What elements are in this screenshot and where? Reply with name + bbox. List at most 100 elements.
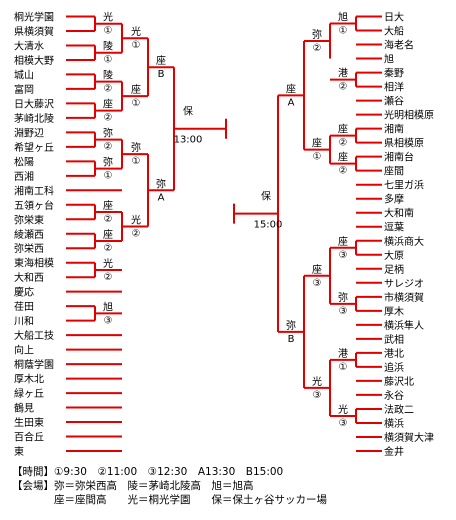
team-name: 日大藤沢 bbox=[14, 97, 54, 110]
match-venue: 座 bbox=[156, 54, 166, 67]
match-time: ② bbox=[104, 272, 113, 283]
team-name: 桐蔭学園 bbox=[14, 358, 54, 371]
match-time: ③ bbox=[104, 315, 113, 326]
match-time: ① bbox=[339, 362, 348, 373]
match-time: ① bbox=[132, 156, 141, 167]
final-time: 13:00 bbox=[174, 135, 203, 146]
team-name: 市横須賀 bbox=[384, 291, 424, 304]
team-name: 湘南工科 bbox=[14, 184, 54, 197]
team-name: 横浜商大 bbox=[384, 235, 424, 248]
team-name: 追浜 bbox=[384, 361, 404, 374]
team-name: 七里ガ浜 bbox=[384, 180, 424, 192]
team-name: 相洋 bbox=[384, 81, 404, 94]
match-time: ① bbox=[132, 40, 141, 51]
team-name: 慶応 bbox=[14, 286, 34, 299]
match-time: ③ bbox=[313, 390, 322, 401]
match-time: ② bbox=[104, 113, 113, 124]
final-time: 15:00 bbox=[254, 220, 283, 231]
match-time: ② bbox=[104, 84, 113, 95]
match-time: ① bbox=[104, 26, 113, 37]
team-name: 県相模原 bbox=[384, 137, 424, 150]
match-time: ① bbox=[132, 98, 141, 109]
match-venue: 光 bbox=[103, 11, 113, 24]
match-venue: 光 bbox=[131, 25, 141, 38]
match-venue: 港 bbox=[338, 68, 348, 80]
team-name: 緑ヶ丘 bbox=[14, 387, 44, 400]
match-time: ② bbox=[104, 142, 113, 153]
team-name: 大和西 bbox=[14, 271, 44, 284]
team-name: 光明相模原 bbox=[384, 109, 434, 122]
match-venue: 弥 bbox=[103, 127, 113, 140]
match-time: ② bbox=[104, 243, 113, 254]
match-time: ① bbox=[339, 26, 348, 37]
team-name: 希望ヶ丘 bbox=[14, 141, 54, 154]
match-time: ② bbox=[104, 214, 113, 225]
team-name: 逗葉 bbox=[384, 221, 404, 234]
match-time: A bbox=[158, 192, 165, 203]
team-name: 松陽 bbox=[14, 155, 34, 168]
team-name: 淵野辺 bbox=[14, 127, 44, 139]
match-time: ② bbox=[339, 82, 348, 93]
team-name: 足柄 bbox=[384, 263, 404, 276]
team-name: 湘南台 bbox=[384, 151, 414, 164]
match-time: ② bbox=[313, 43, 322, 54]
team-name: 弥栄東 bbox=[14, 213, 44, 226]
match-venue: 弥 bbox=[312, 28, 322, 41]
team-name: 向上 bbox=[14, 344, 34, 357]
team-name: 多摩 bbox=[384, 193, 404, 206]
team-name: サレジオ bbox=[384, 278, 424, 290]
legend-times: 【時間】①9:30 ②11:00 ③12:30 A13:30 B15:00 bbox=[12, 466, 284, 478]
match-venue: 座 bbox=[103, 199, 113, 212]
match-time: ③ bbox=[313, 278, 322, 289]
match-time: B bbox=[158, 69, 165, 80]
match-time: ③ bbox=[339, 306, 348, 317]
match-venue: 弥 bbox=[131, 141, 141, 154]
match-time: ② bbox=[339, 166, 348, 177]
match-venue: 旭 bbox=[338, 12, 348, 24]
team-name: 鶴見 bbox=[14, 402, 34, 415]
match-venue: 弥 bbox=[156, 177, 166, 190]
match-time: ① bbox=[104, 55, 113, 66]
team-name: 大清水 bbox=[14, 39, 44, 52]
team-name: 東 bbox=[14, 445, 24, 458]
bracket-labels: 桐光学園県横須賀大清水相模大野城山富岡日大藤沢茅崎北陵淵野辺希望ヶ丘松陽西湘湘南… bbox=[14, 11, 434, 459]
center-divider bbox=[225, 118, 235, 224]
match-time: B bbox=[288, 334, 295, 345]
team-name: 金井 bbox=[384, 445, 404, 458]
team-name: 横浜 bbox=[384, 417, 404, 430]
team-name: 瀬谷 bbox=[384, 96, 404, 108]
team-name: 荏田 bbox=[14, 301, 34, 313]
team-name: 富岡 bbox=[14, 83, 34, 96]
match-time: A bbox=[288, 97, 295, 108]
match-venue: 座 bbox=[131, 83, 141, 96]
team-name: 五領ヶ台 bbox=[14, 199, 54, 212]
team-name: 座間 bbox=[384, 165, 404, 178]
team-name: 大和南 bbox=[384, 207, 414, 220]
team-name: 横須賀大津 bbox=[384, 431, 434, 444]
match-venue: 座 bbox=[312, 137, 322, 150]
team-name: 武相 bbox=[384, 333, 404, 346]
match-venue: 座 bbox=[338, 151, 348, 164]
match-time: ③ bbox=[339, 418, 348, 429]
match-venue: 弥 bbox=[338, 291, 348, 304]
match-venue: 旭 bbox=[103, 301, 113, 313]
bracket-lines bbox=[66, 15, 382, 452]
team-name: 大船工技 bbox=[14, 329, 54, 342]
team-name: 日大 bbox=[384, 11, 404, 24]
match-venue: 弥 bbox=[103, 156, 113, 169]
final-venue: 保 bbox=[261, 190, 271, 203]
team-name: 城山 bbox=[14, 69, 34, 81]
match-time: ① bbox=[313, 152, 322, 163]
match-venue: 座 bbox=[338, 235, 348, 248]
match-venue: 光 bbox=[312, 375, 322, 388]
team-name: 大原 bbox=[384, 249, 404, 262]
legend-venues-2: 座＝座間高 光＝桐光学園 保＝保土ヶ谷サッカー場 bbox=[12, 494, 327, 506]
match-venue: 港 bbox=[338, 348, 348, 360]
team-name: 海老名 bbox=[384, 39, 414, 52]
match-venue: 座 bbox=[103, 98, 113, 111]
match-venue: 座 bbox=[312, 263, 322, 276]
team-name: 百合丘 bbox=[14, 431, 44, 444]
match-time: ③ bbox=[339, 250, 348, 261]
match-venue: 光 bbox=[103, 257, 113, 270]
final-venue: 保 bbox=[183, 105, 193, 118]
